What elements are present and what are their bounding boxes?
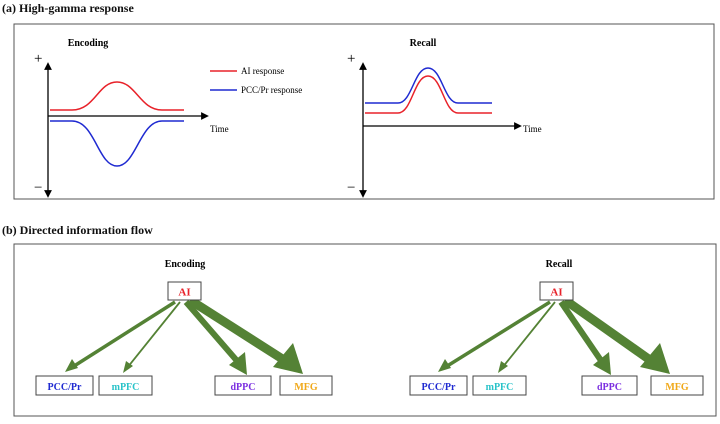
encoding-mpfc-box [98,375,153,396]
encoding-arrow-pcc [70,300,176,370]
recall-mpfc-label: mPFC [486,382,514,393]
recall-pcc-curve [365,67,492,104]
legend-ai-label: AI response [241,66,284,76]
recall-arrow-mpfc [501,301,556,369]
recall-ai-box [539,281,574,301]
recall-arrows [438,296,670,375]
encoding-plus-sign: + [34,51,42,67]
encoding-arrowhead-pcc [65,359,78,372]
recall-arrow-pcc [443,300,551,370]
legend-pcc-label: PCC/Pr response [241,85,302,95]
encoding-mfg-label: MFG [294,382,318,393]
recall-mfg-label: MFG [665,382,689,393]
encoding-pcc-label: PCC/Pr [48,382,82,393]
recall-mfg-box [650,375,704,396]
recall-ai-label: AI [550,287,562,299]
encoding-arrow-mpfc [126,301,181,369]
recall-minus-sign: − [347,180,355,196]
recall-pcc-label: PCC/Pr [422,382,456,393]
recall-mpfc-box [472,375,527,396]
panel-a-frame [13,23,715,200]
encoding-dppc-box [214,375,272,396]
recall-network-label: Recall [546,259,573,270]
encoding-arrowhead-mpfc [123,361,133,373]
encoding-ai-curve [50,81,184,111]
encoding-arrowhead-mfg [273,343,303,374]
recall-pcc-box [409,375,468,396]
encoding-ai-box [167,281,202,301]
encoding-mpfc-label: mPFC [112,382,140,393]
recall-dppc-label: dPPC [597,382,622,393]
recall-arrowhead-dppc [593,352,611,375]
panel-b-frame [13,243,717,417]
recall-arrowhead-mpfc [498,361,508,373]
panel-a-title: (a) High-gamma response [2,1,134,15]
recall-plus-sign: + [347,51,355,67]
recall-ai-curve [365,75,492,114]
encoding-arrow-mfg [187,296,287,364]
recall-arrowhead-pcc [438,359,451,372]
encoding-ai-label: AI [178,287,190,299]
encoding-pcc-box [35,375,94,396]
encoding-arrowhead-dppc [229,352,247,375]
encoding-minus-sign: − [34,180,42,196]
recall-arrowhead-mfg [640,343,670,374]
recall-plot-label: Recall [410,38,437,49]
encoding-time-label: Time [210,124,229,134]
encoding-plot-label: Encoding [68,38,109,49]
recall-arrow-mfg [562,296,653,364]
recall-dppc-box [581,375,638,396]
encoding-arrow-dppc [183,300,241,364]
encoding-network-label: Encoding [165,259,206,270]
recall-time-label: Time [523,124,542,134]
panel-b-title: (b) Directed information flow [2,223,153,237]
encoding-pcc-curve [50,120,184,167]
encoding-arrows [65,296,303,375]
encoding-mfg-box [279,375,333,396]
encoding-dppc-label: dPPC [231,382,256,393]
recall-arrow-dppc [558,300,605,364]
